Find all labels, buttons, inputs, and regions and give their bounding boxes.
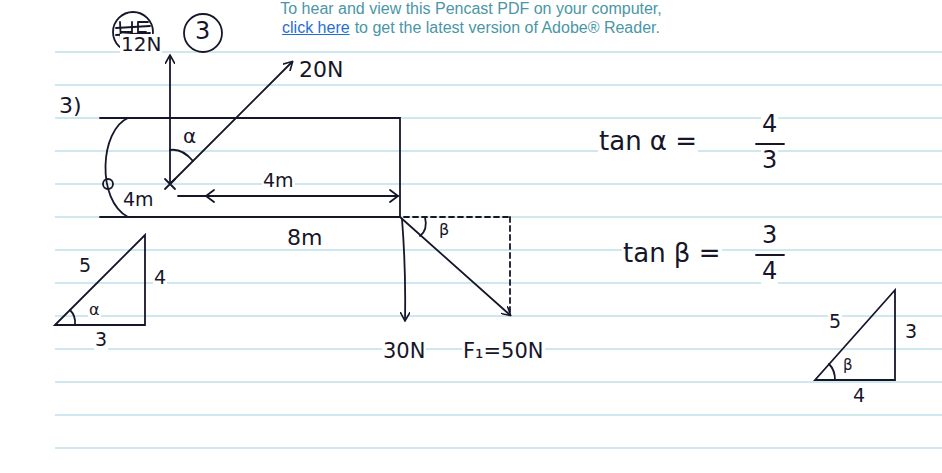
link-text: click here bbox=[282, 19, 350, 36]
fraction-numerator: 4 bbox=[761, 112, 778, 137]
equation-text: tan β = bbox=[622, 240, 722, 267]
handwriting-strokes bbox=[55, 12, 895, 380]
angle-label: α bbox=[88, 302, 101, 319]
equation-text: tan α = bbox=[598, 128, 698, 155]
angle-label: β bbox=[438, 222, 450, 239]
triangle-side: 3 bbox=[904, 322, 918, 342]
angle-label: β bbox=[842, 358, 854, 374]
triangle-side: 4 bbox=[153, 268, 167, 288]
angle-label: α bbox=[182, 126, 197, 147]
triangle-side: 3 bbox=[94, 330, 108, 350]
force-label: F₁=50N bbox=[462, 340, 545, 362]
ruled-lines bbox=[55, 52, 942, 448]
force-label: 30N bbox=[382, 340, 426, 362]
force-label: 12N bbox=[120, 34, 162, 55]
header-text: To hear and view this Pencast PDF on you… bbox=[280, 0, 662, 17]
fraction-denominator: 4 bbox=[761, 259, 778, 284]
header-text: to get the latest version of Adobe® Read… bbox=[355, 19, 660, 36]
triangle-side: 5 bbox=[78, 256, 92, 276]
triangle-side: 5 bbox=[828, 312, 842, 332]
triangle-side: 4 bbox=[852, 386, 866, 406]
header-line: To hear and view this Pencast PDF on you… bbox=[0, 0, 942, 18]
problem-number: 3) bbox=[58, 94, 83, 117]
force-label: 20N bbox=[298, 58, 344, 81]
fraction-numerator: 3 bbox=[761, 223, 778, 248]
dimension-label: 4m bbox=[262, 171, 295, 191]
fraction-denominator: 3 bbox=[761, 148, 778, 173]
dimension-label: 4m bbox=[122, 190, 155, 210]
problem-number: 3 bbox=[194, 19, 211, 44]
dimension-label: 8m bbox=[286, 226, 323, 249]
